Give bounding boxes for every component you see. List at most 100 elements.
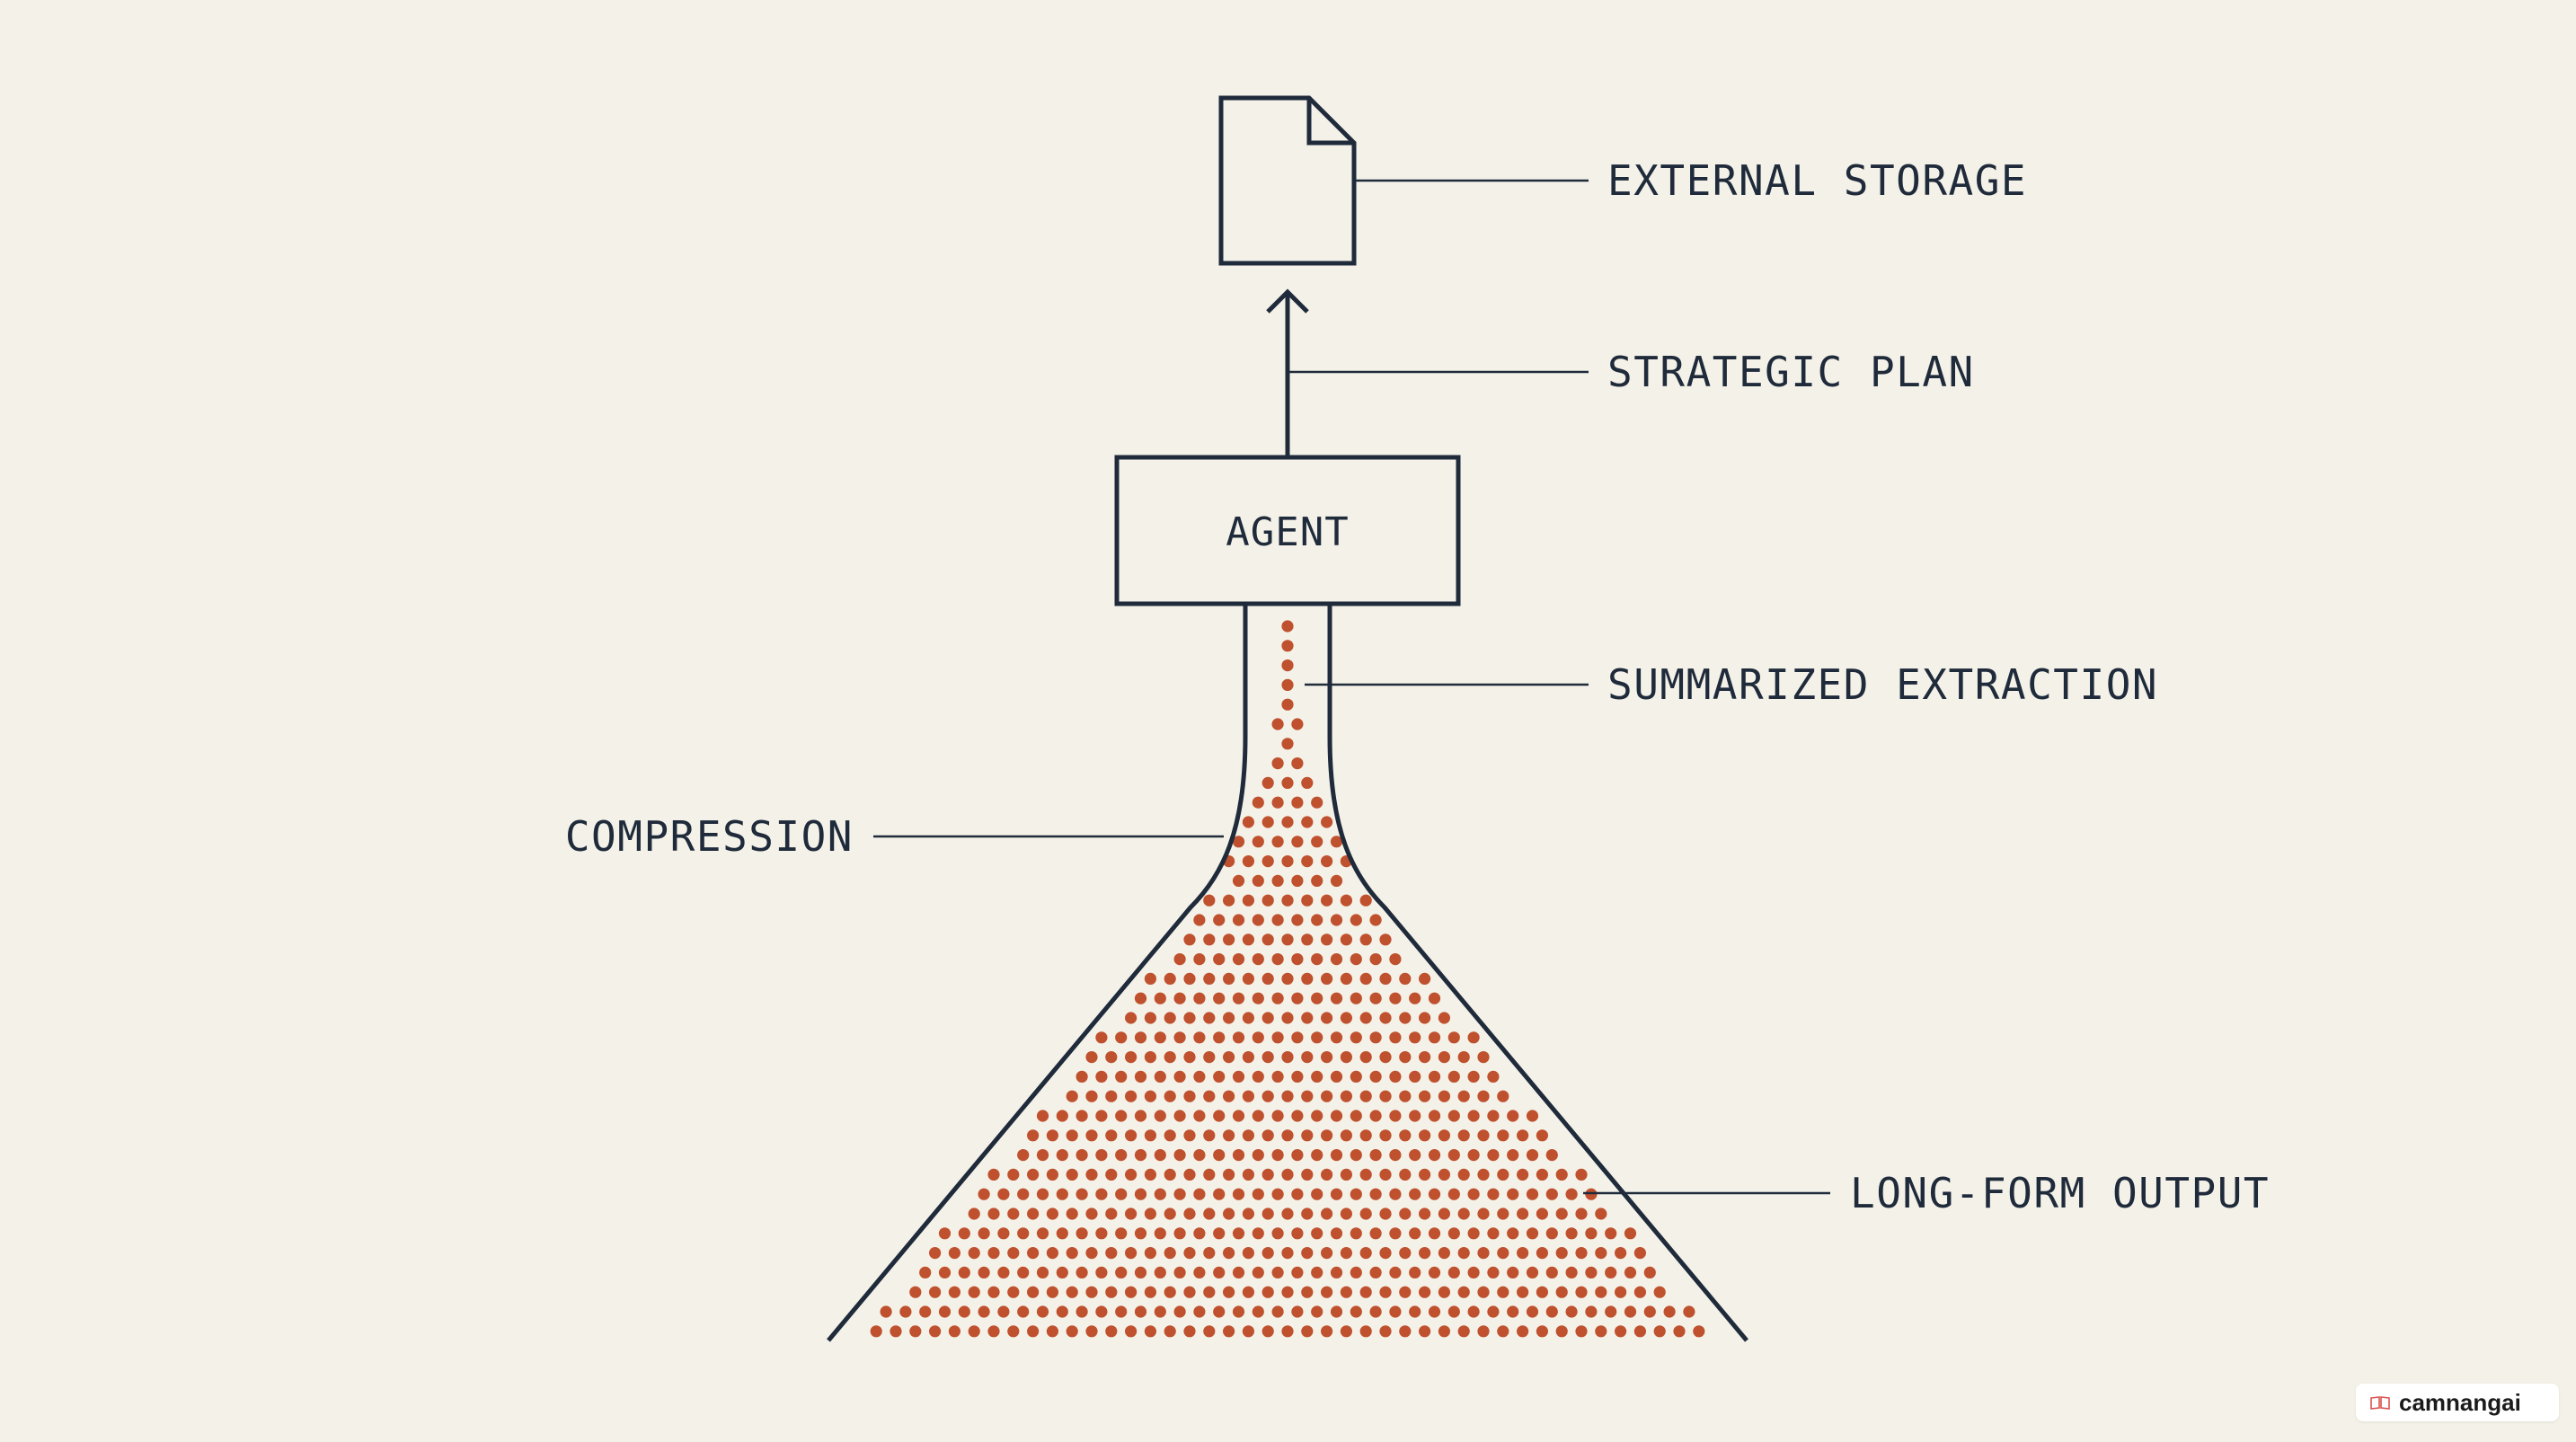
output-dot <box>1477 1247 1490 1260</box>
output-dot <box>1144 1168 1156 1181</box>
output-dot <box>1633 1286 1646 1298</box>
output-dot <box>1330 953 1343 966</box>
output-dot <box>1526 1149 1539 1162</box>
output-dot <box>1134 1031 1147 1044</box>
output-dot <box>1134 1110 1147 1122</box>
output-dot <box>1095 1305 1108 1318</box>
output-dot <box>1066 1129 1078 1142</box>
output-dot <box>1340 1012 1352 1024</box>
output-dot <box>1183 1208 1196 1220</box>
output-dot <box>1134 1266 1147 1278</box>
output-dot <box>1066 1286 1078 1298</box>
output-dot <box>1526 1188 1539 1200</box>
output-dot <box>1321 1286 1333 1298</box>
output-dot <box>899 1305 912 1318</box>
output-dot <box>1261 1286 1274 1298</box>
output-dot <box>1311 1305 1323 1318</box>
output-dot <box>1526 1266 1539 1278</box>
output-dot <box>1261 1247 1274 1260</box>
output-dot <box>1575 1208 1588 1220</box>
output-dot <box>1252 914 1264 926</box>
output-dot <box>1605 1305 1617 1318</box>
output-dot <box>1271 953 1284 966</box>
output-dot <box>1281 972 1294 985</box>
output-dot <box>958 1305 970 1318</box>
output-dot <box>1467 1227 1480 1240</box>
output-dot <box>1409 1188 1421 1200</box>
output-dot <box>1438 1247 1450 1260</box>
output-dot <box>1291 796 1304 809</box>
output-dot <box>1223 1247 1235 1260</box>
output-dot <box>1399 1129 1412 1142</box>
output-dot <box>1359 933 1372 946</box>
output-dot <box>1271 757 1284 770</box>
output-dot <box>1261 894 1274 907</box>
output-dot <box>1281 620 1294 633</box>
output-dot <box>1419 1325 1431 1338</box>
output-dot <box>1193 992 1206 1004</box>
output-dot <box>1193 1031 1206 1044</box>
output-dot <box>1457 1168 1470 1181</box>
output-dot <box>1321 1051 1333 1064</box>
output-dot <box>1350 1188 1362 1200</box>
output-dot <box>1252 1305 1264 1318</box>
output-dot <box>1193 953 1206 966</box>
output-dot <box>1350 1031 1362 1044</box>
output-dot <box>1261 1090 1274 1102</box>
output-dot <box>1085 1286 1098 1298</box>
output-dot <box>1046 1247 1058 1260</box>
output-dot <box>1467 1110 1480 1122</box>
output-dot <box>1330 1305 1343 1318</box>
output-dot <box>1173 1149 1186 1162</box>
output-dot <box>1115 1305 1128 1318</box>
output-dot <box>1144 972 1156 985</box>
output-dot <box>1076 1070 1088 1083</box>
output-dot <box>890 1325 902 1338</box>
output-dot <box>1428 1188 1441 1200</box>
output-dot <box>1389 1266 1402 1278</box>
output-dot <box>1419 1129 1431 1142</box>
output-dot <box>1066 1090 1078 1102</box>
output-dot <box>1144 1051 1156 1064</box>
output-dot <box>1369 1031 1382 1044</box>
output-dot <box>1291 914 1304 926</box>
output-dot <box>1232 1149 1245 1162</box>
output-dot <box>1281 659 1294 672</box>
output-dot <box>1507 1149 1519 1162</box>
output-dot <box>1555 1247 1568 1260</box>
output-dot <box>1261 855 1274 868</box>
output-dot <box>1517 1129 1529 1142</box>
output-dot <box>1183 1090 1196 1102</box>
output-dot <box>1095 1149 1108 1162</box>
output-dot <box>1281 776 1294 790</box>
output-dot <box>1419 1168 1431 1181</box>
watermark-text: camnangai <box>2399 1388 2521 1416</box>
output-dot <box>1409 1227 1421 1240</box>
output-dot <box>1164 1090 1176 1102</box>
output-dot <box>1693 1325 1705 1338</box>
output-dot <box>1301 776 1314 790</box>
output-dot <box>1359 1129 1372 1142</box>
compression-label: COMPRESSION <box>565 812 854 861</box>
output-dot <box>1134 1070 1147 1083</box>
output-dot <box>1213 992 1226 1004</box>
output-dot <box>1271 874 1284 888</box>
output-dot <box>1056 1227 1068 1240</box>
output-dot <box>1144 1325 1156 1338</box>
output-dot <box>1252 1110 1264 1122</box>
output-dot <box>1321 933 1333 946</box>
output-dot <box>1271 1305 1284 1318</box>
output-dot <box>1232 1227 1245 1240</box>
output-dot <box>1056 1305 1068 1318</box>
output-dot <box>1321 855 1333 868</box>
output-dot <box>1261 1012 1274 1024</box>
output-dot <box>1281 698 1294 711</box>
output-dot <box>1311 1188 1323 1200</box>
output-dot <box>1095 1031 1108 1044</box>
output-dot <box>909 1286 922 1298</box>
output-dot <box>1095 1110 1108 1122</box>
output-dot <box>1321 1012 1333 1024</box>
output-dot <box>978 1188 990 1200</box>
output-dot <box>1242 1012 1254 1024</box>
output-dot <box>1487 1227 1500 1240</box>
